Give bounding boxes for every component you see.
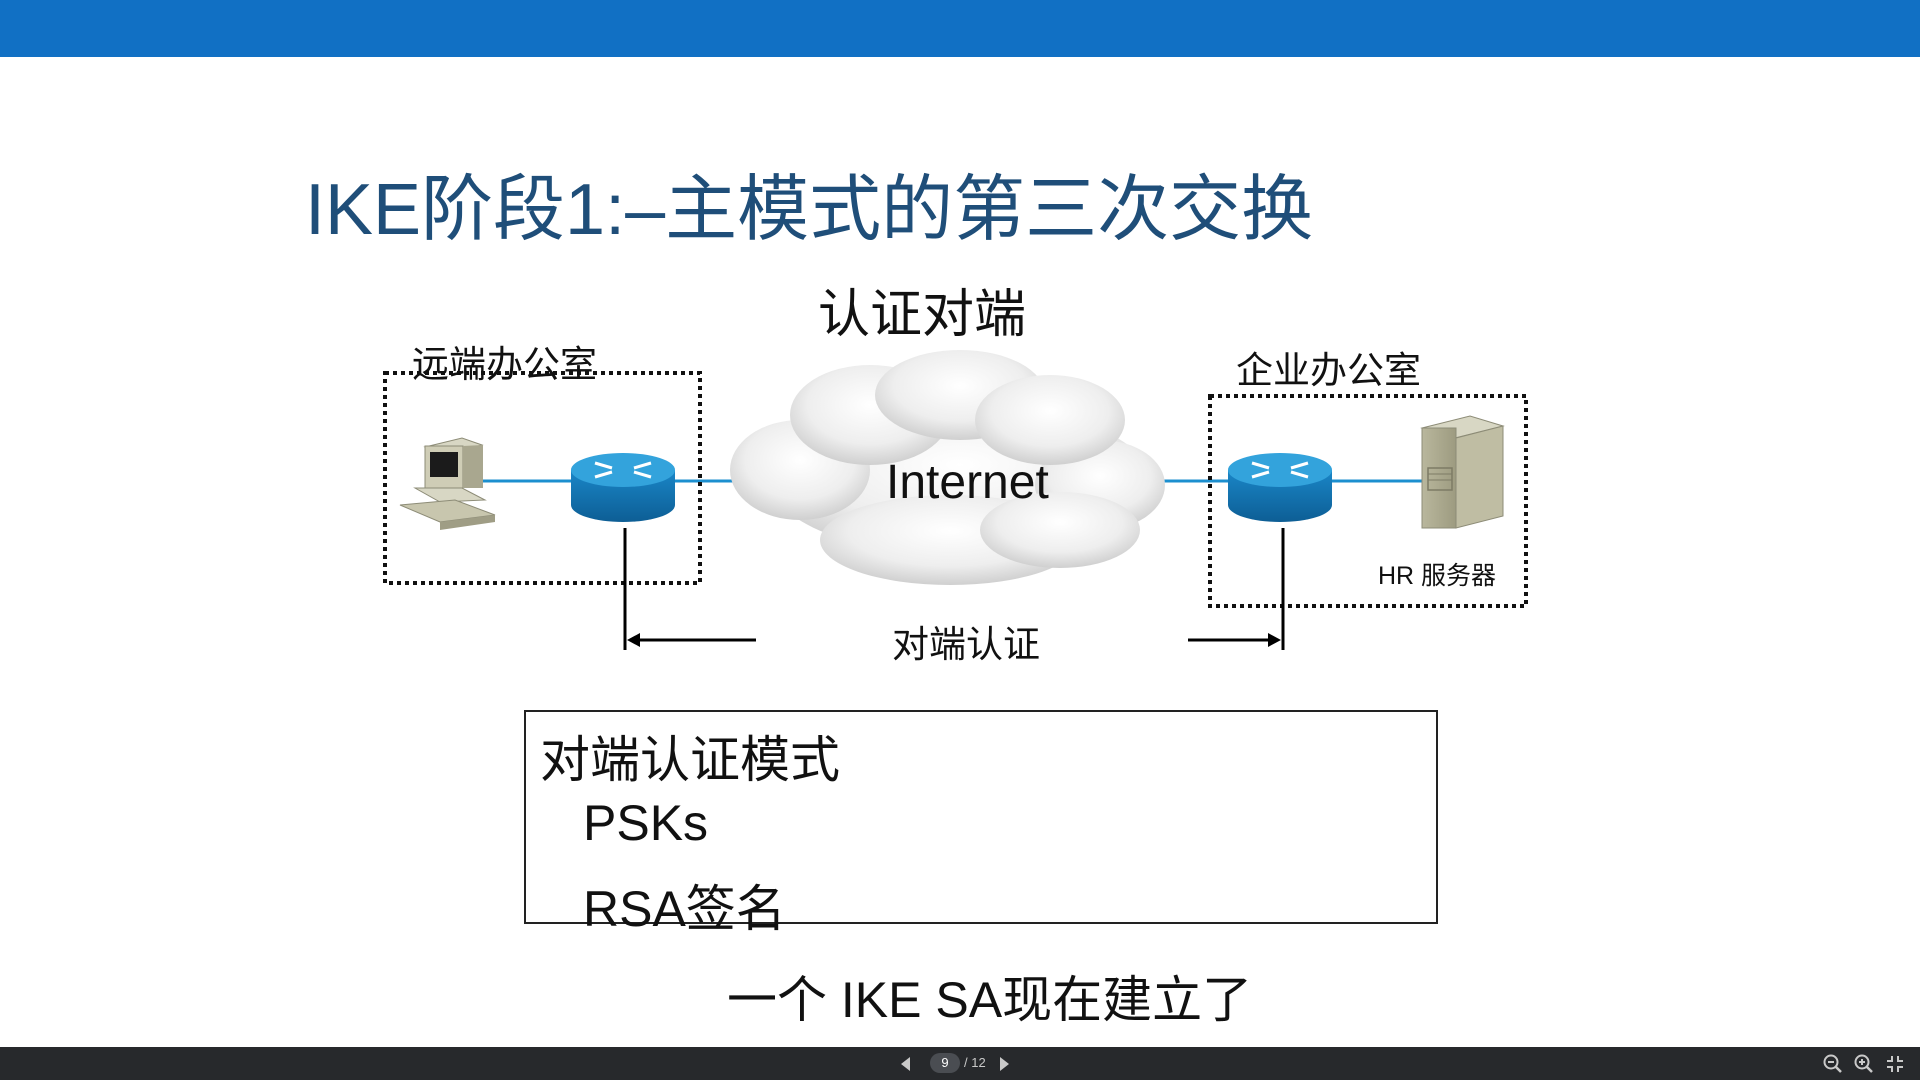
viewer-toolbar: 9 / 12 — [0, 1047, 1920, 1080]
remote-office-label: 远端办公室 — [412, 344, 597, 385]
corporate-office-box — [1208, 394, 1528, 608]
corporate-office-label: 企业办公室 — [1236, 350, 1421, 391]
bottom-note: 一个 IKE SA现在建立了 — [727, 972, 1253, 1028]
zoom-in-icon[interactable] — [1853, 1053, 1875, 1075]
remote-router-icon — [571, 453, 675, 522]
peer-auth-arrows — [623, 528, 1285, 650]
workstation-icon — [399, 437, 496, 530]
prev-page-icon[interactable] — [901, 1057, 910, 1071]
next-page-icon[interactable] — [1000, 1057, 1009, 1071]
corporate-router-icon — [1228, 453, 1332, 522]
network-diagram — [383, 350, 1528, 650]
auth-mode-box: 对端认证模式 PSKs RSA签名 — [524, 710, 1438, 937]
top-header-bar — [0, 0, 1920, 57]
fullscreen-icon[interactable] — [1884, 1053, 1906, 1075]
hr-server-icon — [1420, 415, 1505, 529]
remote-office-box — [383, 371, 702, 585]
diagram-heading: 认证对端 — [818, 286, 1027, 344]
peer-auth-label: 对端认证 — [892, 624, 1040, 665]
internet-label: Internet — [886, 456, 1049, 509]
internet-cloud-icon — [730, 350, 1165, 585]
zoom-out-icon[interactable] — [1822, 1053, 1844, 1075]
hr-server-label: HR 服务器 — [1378, 562, 1497, 590]
page-number-input[interactable]: 9 — [930, 1053, 960, 1073]
auth-mode-title: 对端认证模式 — [540, 732, 840, 788]
page-total: / 12 — [964, 1055, 986, 1070]
auth-mode-item-psk: PSKs — [583, 795, 709, 851]
auth-mode-item-rsa: RSA签名 — [583, 881, 786, 937]
slide-title: IKE阶段1:–主模式的第三次交换 — [305, 170, 1314, 250]
